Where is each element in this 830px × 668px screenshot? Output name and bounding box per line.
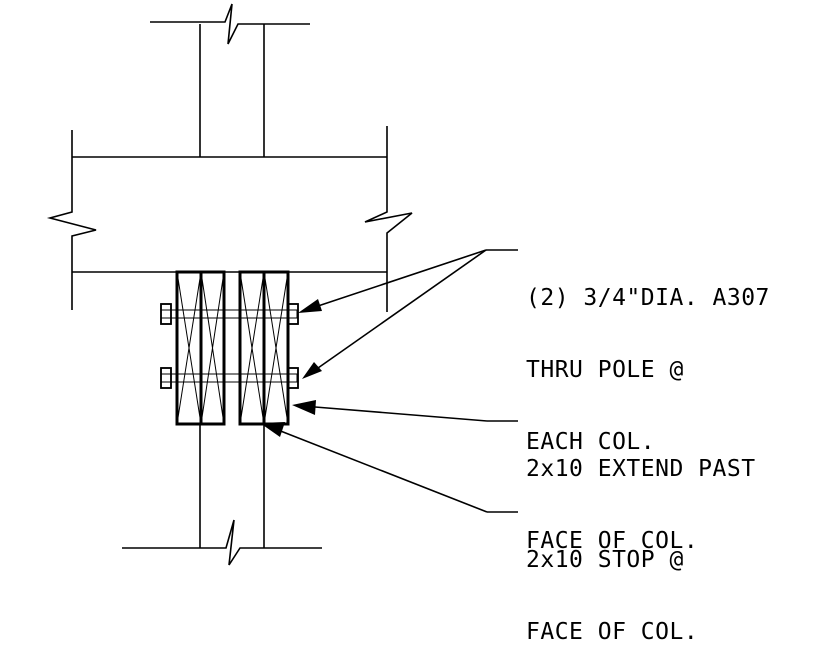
beam bbox=[46, 126, 413, 312]
leader-stop bbox=[260, 422, 518, 513]
right-2x10-stop bbox=[238, 270, 266, 426]
callout-stop: 2x10 STOP @ FACE OF COL. bbox=[526, 500, 698, 668]
left-2x10-stop bbox=[199, 270, 226, 426]
leader-bolts bbox=[298, 249, 518, 379]
left-2x10-extend bbox=[175, 270, 203, 426]
leader-extend bbox=[292, 400, 518, 422]
lower-pole bbox=[122, 425, 322, 566]
upper-pole bbox=[150, 3, 310, 157]
column-connection-detail bbox=[46, 3, 518, 566]
callout-extend-line-1: 2x10 EXTEND PAST bbox=[526, 456, 756, 482]
right-2x10-extend bbox=[262, 270, 290, 426]
callout-stop-line-1: 2x10 STOP @ bbox=[526, 547, 684, 573]
callout-bolts: (2) 3/4"DIA. A307 THRU POLE @ EACH COL. bbox=[526, 238, 770, 478]
through-bolt-upper bbox=[160, 303, 299, 325]
callout-extend-line-2: FACE OF COL. bbox=[526, 528, 699, 554]
callout-extend: 2x10 EXTEND PAST FACE OF COL. bbox=[526, 409, 756, 577]
callout-bolts-line-2: THRU POLE @ bbox=[526, 357, 684, 383]
callout-stop-line-2: FACE OF COL. bbox=[526, 619, 699, 645]
callout-bolts-line-3: EACH COL. bbox=[526, 429, 656, 455]
callout-bolts-line-1: (2) 3/4"DIA. A307 bbox=[526, 285, 770, 311]
through-bolt-lower bbox=[160, 367, 299, 389]
